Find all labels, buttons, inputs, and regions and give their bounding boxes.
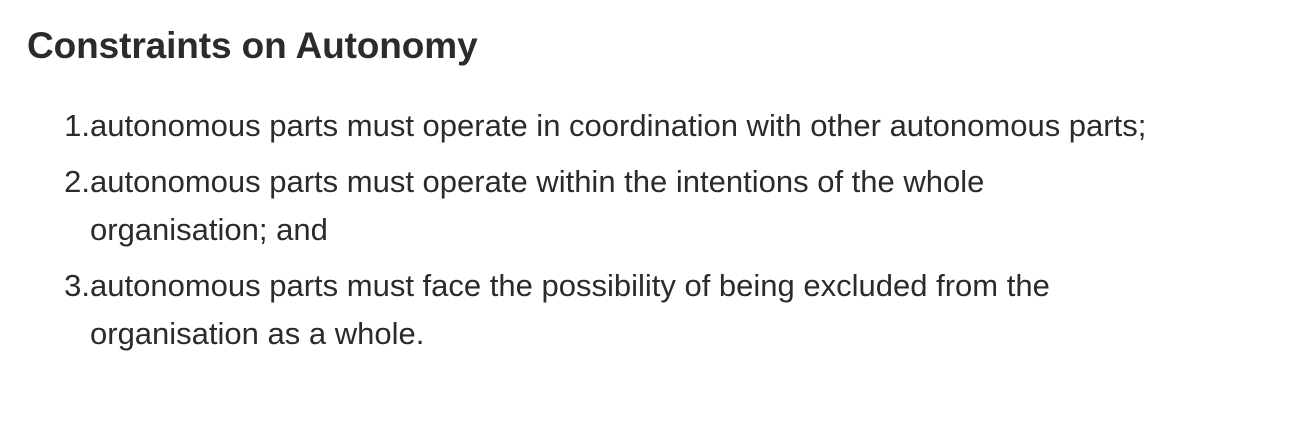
constraints-list: 1. autonomous parts must operate in coor… xyxy=(27,102,1157,358)
list-item-text: autonomous parts must face the possibili… xyxy=(90,268,1050,351)
list-item-number: 3. xyxy=(64,268,90,303)
list-item: 2. autonomous parts must operate within … xyxy=(27,158,1157,254)
list-item: 3. autonomous parts must face the possib… xyxy=(27,262,1157,358)
list-item-number: 1. xyxy=(64,108,90,143)
list-item: 1. autonomous parts must operate in coor… xyxy=(27,102,1157,150)
list-item-text: autonomous parts must operate in coordin… xyxy=(90,108,1147,143)
list-item-number: 2. xyxy=(64,164,90,199)
page-title: Constraints on Autonomy xyxy=(27,25,478,66)
list-item-text: autonomous parts must operate within the… xyxy=(90,164,985,247)
